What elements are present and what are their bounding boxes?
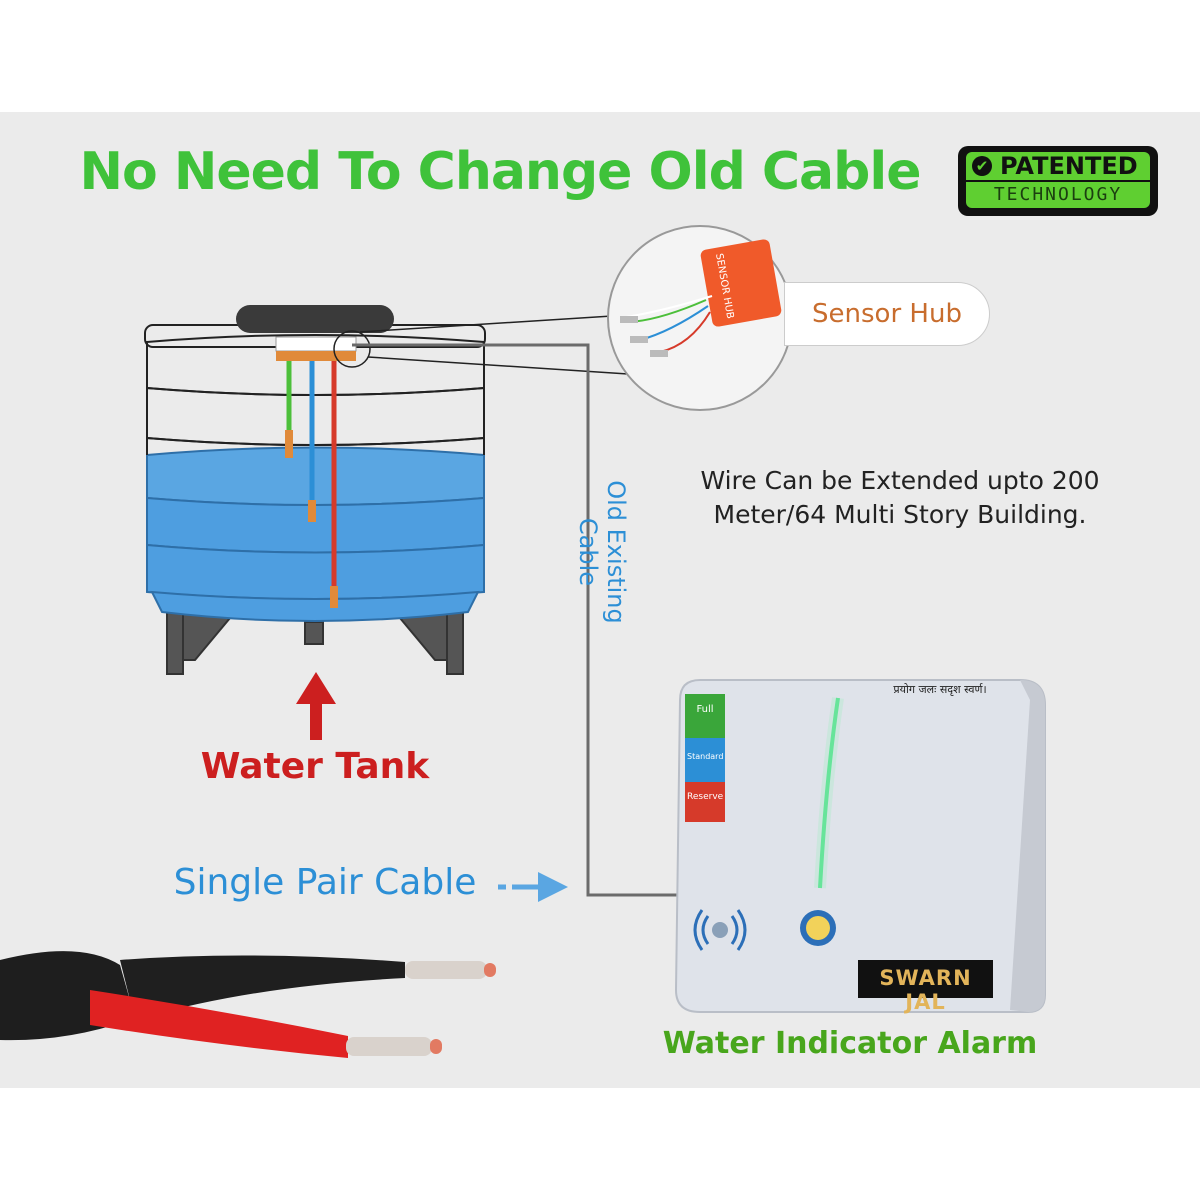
check-icon: ✔ (972, 156, 992, 176)
water-indicator-device (674, 679, 1046, 1013)
old-cable-line (352, 343, 684, 897)
device-motto: प्रयोग जलः सदृश स्वर्ण। (893, 683, 987, 696)
device-brand: SWARN JAL (879, 966, 972, 1014)
single-pair-cable-label: Single Pair Cable (173, 862, 477, 903)
patented-badge: ✔ PATENTED TECHNOLOGY (958, 146, 1158, 216)
water-tank-label: Water Tank (200, 746, 430, 787)
sensor-hub-magnifier: SENSOR HUB (607, 225, 793, 411)
device-level-full: Full (696, 704, 714, 715)
device-level-reserve: Reserve (687, 792, 724, 802)
sensor-hub-label: Sensor Hub (784, 282, 990, 346)
old-cable-label: Old Existing Cable (574, 480, 630, 624)
badge-line1: PATENTED (1000, 152, 1138, 180)
extension-callout: Wire Can be Extended upto 200 Meter/64 M… (700, 466, 1100, 529)
page-headline: No Need To Change Old Cable (79, 142, 922, 202)
badge-line2: TECHNOLOGY (966, 182, 1150, 208)
water-tank-illustration (144, 305, 629, 675)
water-indicator-alarm-label: Water Indicator Alarm (662, 1026, 1038, 1061)
arrow-right-icon (498, 872, 568, 902)
single-pair-cable-illustration (0, 951, 496, 1058)
device-level-standard: Standard (687, 752, 724, 761)
arrow-up-icon (296, 672, 336, 740)
